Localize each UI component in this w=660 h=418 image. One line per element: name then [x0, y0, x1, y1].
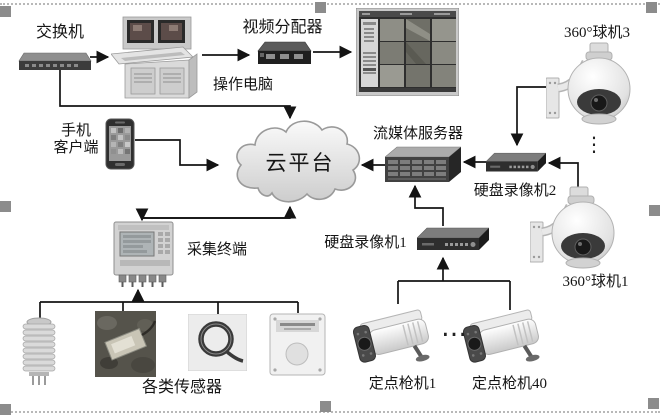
collection-terminal-device	[112, 220, 175, 293]
bullet-camera-icon	[462, 309, 540, 363]
collection-terminal-icon	[113, 221, 174, 287]
selection-handle	[315, 2, 326, 13]
streaming-server-device	[384, 146, 462, 189]
wire-dvr1-to-server	[408, 184, 444, 226]
selection-handle	[0, 404, 11, 415]
dotted-border-top	[0, 3, 660, 5]
switch-label: 交换机	[35, 24, 84, 41]
more-bullet-cameras-ellipsis: …	[441, 313, 467, 343]
dome-camera-icon	[545, 42, 631, 125]
selection-handle	[649, 205, 660, 216]
cloud-icon	[236, 120, 361, 203]
sensor-coil	[187, 313, 248, 376]
sensor-weather-shield	[20, 316, 58, 391]
box-sensor-icon	[269, 313, 326, 376]
video-distributor-device	[253, 40, 313, 73]
phone-client-label-line2: 客户端	[53, 139, 99, 156]
video-distributor-label: 视频分配器	[242, 19, 323, 36]
phone-device	[105, 118, 135, 175]
video-distributor-icon	[257, 41, 312, 64]
video-wall	[355, 7, 460, 101]
selection-handle	[0, 201, 11, 212]
dome-camera-1-label: 360°球机1	[562, 274, 629, 290]
dvr1-label: 硬盘录像机1	[324, 235, 407, 251]
selection-handle	[646, 2, 657, 13]
weather-shield-icon	[22, 317, 56, 385]
dome-camera-3-label: 360°球机3	[564, 25, 630, 41]
operator-computer-device	[110, 16, 203, 105]
dvr1-device	[416, 226, 490, 261]
operator-computer-label: 操作电脑	[212, 77, 273, 93]
dotted-border-bottom	[0, 411, 660, 413]
video-wall-icon	[355, 7, 460, 97]
sensors-label: 各类传感器	[141, 379, 222, 396]
sensor-box	[268, 312, 328, 383]
sensor-bus-line	[39, 301, 299, 318]
dvr2-label: 硬盘录像机2	[473, 183, 557, 199]
bullet-camera-icon	[352, 309, 430, 363]
bullet-camera-1-device	[350, 298, 442, 381]
more-dome-cameras-ellipsis: ⋮	[584, 132, 604, 156]
operator-computer-icon	[110, 16, 198, 99]
dome-camera-icon	[529, 186, 615, 269]
dvr-icon	[485, 152, 547, 172]
switch-icon	[18, 52, 92, 70]
phone-client-label-line1: 手机	[60, 123, 91, 139]
streaming-server-icon	[384, 146, 462, 182]
soil-probe-icon	[95, 311, 157, 377]
dvr-icon	[416, 227, 490, 250]
collection-terminal-label: 采集终端	[186, 242, 247, 258]
bullet-camera-1-label: 定点枪机1	[368, 376, 437, 392]
selection-handle	[648, 398, 659, 409]
dome-camera-1-device	[529, 186, 630, 279]
selection-handle	[320, 401, 331, 412]
sensor-soil-probe	[95, 311, 157, 382]
selection-handle	[0, 6, 11, 17]
dvr2-device	[485, 149, 547, 184]
dome-camera-3-device	[545, 42, 646, 135]
coil-sensor-icon	[187, 313, 248, 372]
cloud-platform	[226, 114, 364, 219]
streaming-server-label: 流媒体服务器	[372, 126, 463, 142]
cloud-platform-label: 云平台	[265, 151, 335, 175]
switch-device	[16, 48, 92, 79]
wire-phone-to-cloud	[135, 139, 220, 172]
phone-icon	[105, 118, 135, 170]
bullet-camera-40-label: 定点枪机40	[471, 376, 547, 392]
wire-camera3-to-dvr2	[510, 86, 549, 147]
bullet-camera-40-device	[460, 298, 552, 381]
phone-client-label: 手机 客户端	[50, 123, 102, 157]
